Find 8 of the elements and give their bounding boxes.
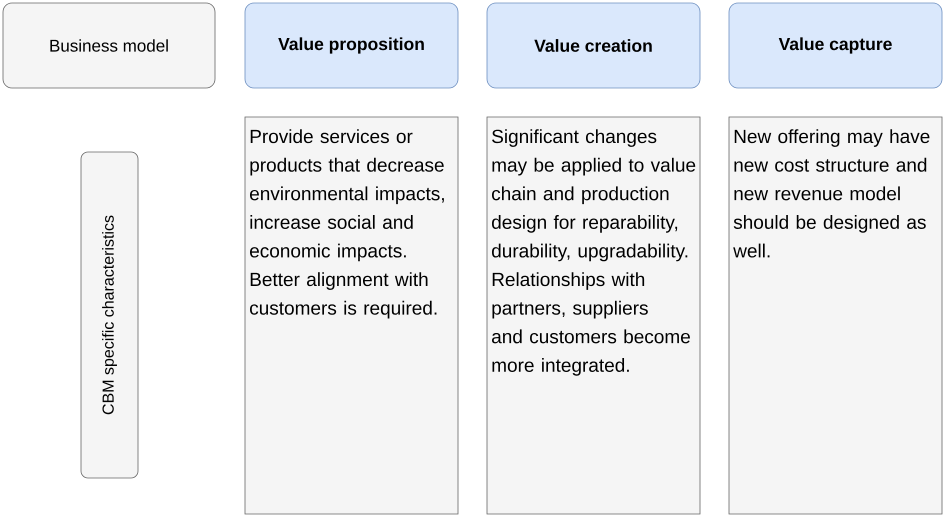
- text-box: Provide services or products that decrease environmental impacts, increase social and economic impacts. Better alignment with customers is required.: [244, 116, 458, 514]
- text-box: Significant changes may be applied to value chain and production design for reparability, durability, upgradability. Relationships with partners, suppliers and customers become more integrated.: [486, 116, 700, 514]
- header-box: Value capture: [728, 2, 942, 88]
- side-label-box: CBM specific characteristics: [80, 152, 138, 478]
- header-box: Value creation: [486, 2, 700, 88]
- text-box: New offering may have new cost structure and new revenue model should be designed as well.: [728, 116, 942, 514]
- label-box: Business model: [2, 2, 216, 88]
- header-box: Value proposition: [244, 2, 458, 88]
